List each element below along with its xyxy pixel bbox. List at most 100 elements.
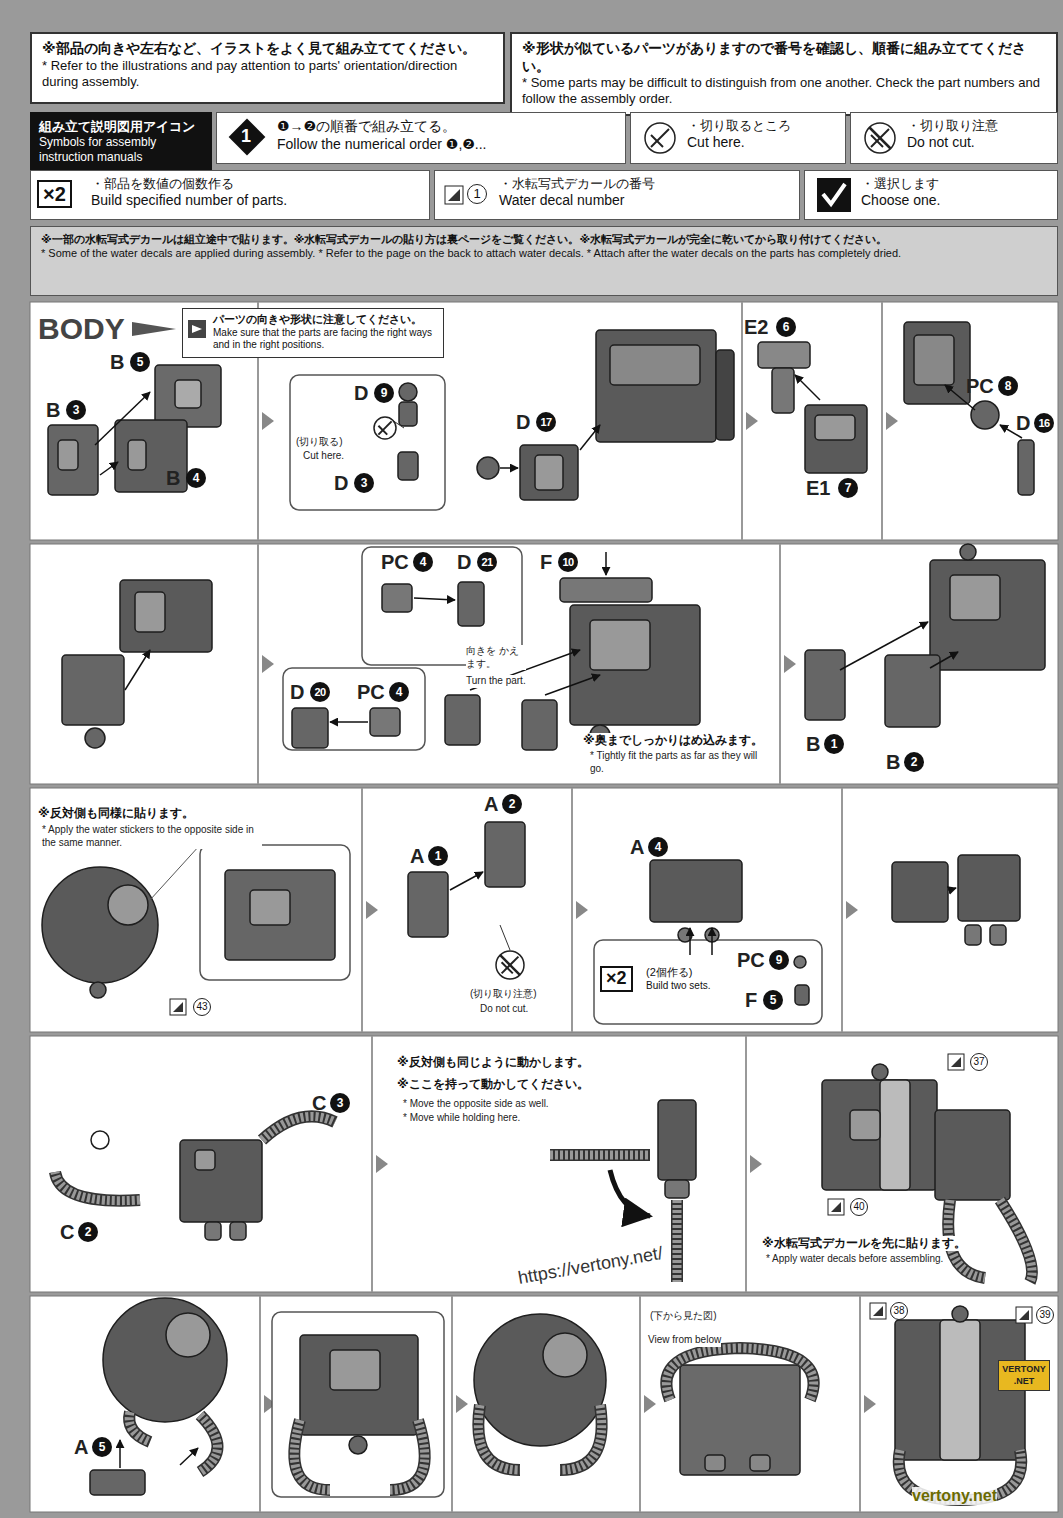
box-text: ・切り取るところ: [687, 118, 837, 134]
box-text: ※形状が似ているパーツがありますので番号を確認し、順番に組み立ててください。: [522, 40, 1046, 75]
part-letter: PC: [357, 682, 385, 702]
leader-line: [150, 845, 200, 900]
step-divider: [571, 788, 573, 1032]
note-icon: [192, 325, 202, 333]
info-box: ・選択しますChoose one.: [804, 170, 1058, 220]
hose: [550, 1149, 650, 1161]
part-shape: [940, 1320, 980, 1460]
box-text: ・部品を数値の個数作る: [91, 176, 421, 192]
part-shape: [349, 1436, 367, 1454]
part-shape: [750, 1455, 770, 1471]
part-shape: [175, 380, 201, 408]
note-text: View from below: [648, 1334, 721, 1347]
box-text: Do not cut.: [907, 134, 1049, 152]
symbol-icon: [185, 317, 211, 347]
note-text: (切り取り注意): [470, 988, 537, 1001]
watermark: https://vertony.net/: [516, 1243, 664, 1289]
part-shape: [850, 1110, 880, 1140]
hose-segments: [550, 1151, 650, 1160]
cut-icon: [378, 421, 391, 434]
step-arrow: [366, 901, 378, 919]
inset-frame: [594, 940, 822, 1024]
box-text: ・水転写式デカールの番号: [499, 176, 791, 192]
leader-line: [500, 925, 510, 950]
note-text: * Apply the water stickers to the opposi…: [42, 824, 262, 849]
part-shape: [115, 420, 187, 492]
part-shape: [705, 1455, 725, 1471]
decal-number: 37: [970, 1053, 988, 1071]
part-letter: D: [457, 552, 471, 572]
part-number: 2: [502, 794, 522, 814]
box-text: Build two sets.: [646, 980, 725, 993]
prohibit-icon: [870, 128, 891, 149]
part-shape: [935, 1110, 1010, 1200]
info-box: 組み立て説明図用アイコンSymbols for assembly instruc…: [30, 112, 212, 172]
box-text: * Refer to the illustrations and pay att…: [42, 58, 493, 91]
hose: [671, 1200, 683, 1282]
note-text: (下から見た図): [650, 1310, 717, 1323]
part-shape: [48, 425, 98, 495]
step-divider: [859, 1296, 861, 1512]
part-shape: [180, 1140, 262, 1222]
step-divider: [881, 302, 883, 540]
part-number: 2: [904, 752, 924, 772]
part-shape: [205, 1222, 221, 1240]
box-text: Make sure that the parts are facing the …: [213, 327, 437, 352]
box-text: Symbols for assembly instruction manuals: [39, 135, 203, 165]
note-text: * Apply water decals before assembling.: [766, 1253, 943, 1266]
box-text: Water decal number: [499, 192, 791, 210]
box-text: 組み立て説明図用アイコン: [39, 119, 203, 135]
decal-icon: [170, 999, 186, 1015]
step-arrow: [784, 655, 796, 673]
part-shape: [795, 985, 809, 1005]
part-shape: [399, 383, 417, 401]
cut-icon: [871, 135, 883, 147]
note-text: ※ここを持って動かしてください。: [397, 1077, 589, 1092]
part-shape: [872, 1064, 888, 1080]
part-shape: [58, 440, 78, 470]
part-number: 5: [92, 1437, 112, 1457]
step-arrow: [886, 412, 898, 430]
assembly-arrow: [500, 467, 518, 469]
assembly-arrow: [450, 872, 483, 890]
part-letter: D: [354, 383, 368, 403]
watermark: vertony.net: [912, 1487, 997, 1505]
choose-icon: [817, 178, 851, 212]
step-divider: [741, 302, 743, 540]
step-panel: [30, 544, 1058, 784]
step-arrow: [262, 412, 274, 430]
part-letter: B: [886, 752, 900, 772]
part-shape: [103, 1298, 227, 1422]
info-box: ※形状が似ているパーツがありますので番号を確認し、順番に組み立ててください。* …: [510, 32, 1058, 116]
hose-segments: [666, 1348, 813, 1400]
part-shape: [292, 708, 328, 748]
hose-segments: [1000, 1200, 1032, 1282]
part-shape: [596, 330, 716, 442]
part-shape: [958, 855, 1020, 921]
box-text: ×2: [37, 180, 72, 208]
part-shape: [772, 368, 794, 413]
part-letter: PC: [381, 552, 409, 572]
step-arrow: [262, 655, 274, 673]
decal-icon: [870, 1303, 886, 1319]
decal-icon: [873, 1306, 883, 1316]
decal-icon: [173, 1002, 183, 1012]
part-shape: [971, 401, 999, 429]
assembly-arrow: [125, 650, 150, 690]
box-text: * Some of the water decals are applied d…: [41, 247, 1047, 261]
box-text: ※一部の水転写式デカールは組立途中で貼ります。※水転写式デカールの貼り方は裏ペー…: [41, 233, 1047, 247]
hose-segments: [673, 1200, 682, 1282]
part-shape: [965, 925, 981, 945]
part-letter: PC: [737, 950, 765, 970]
part-number: 4: [648, 837, 668, 857]
part-shape: [128, 440, 146, 470]
part-shape: [805, 405, 867, 473]
part-shape: [120, 580, 212, 652]
step-arrow: [746, 412, 758, 430]
part-shape: [108, 885, 148, 925]
decal-icon: [445, 186, 463, 204]
part-shape: [658, 1100, 696, 1180]
note-text: Cut here.: [303, 450, 344, 463]
part-number: 9: [374, 383, 394, 403]
part-letter: B: [110, 352, 124, 372]
